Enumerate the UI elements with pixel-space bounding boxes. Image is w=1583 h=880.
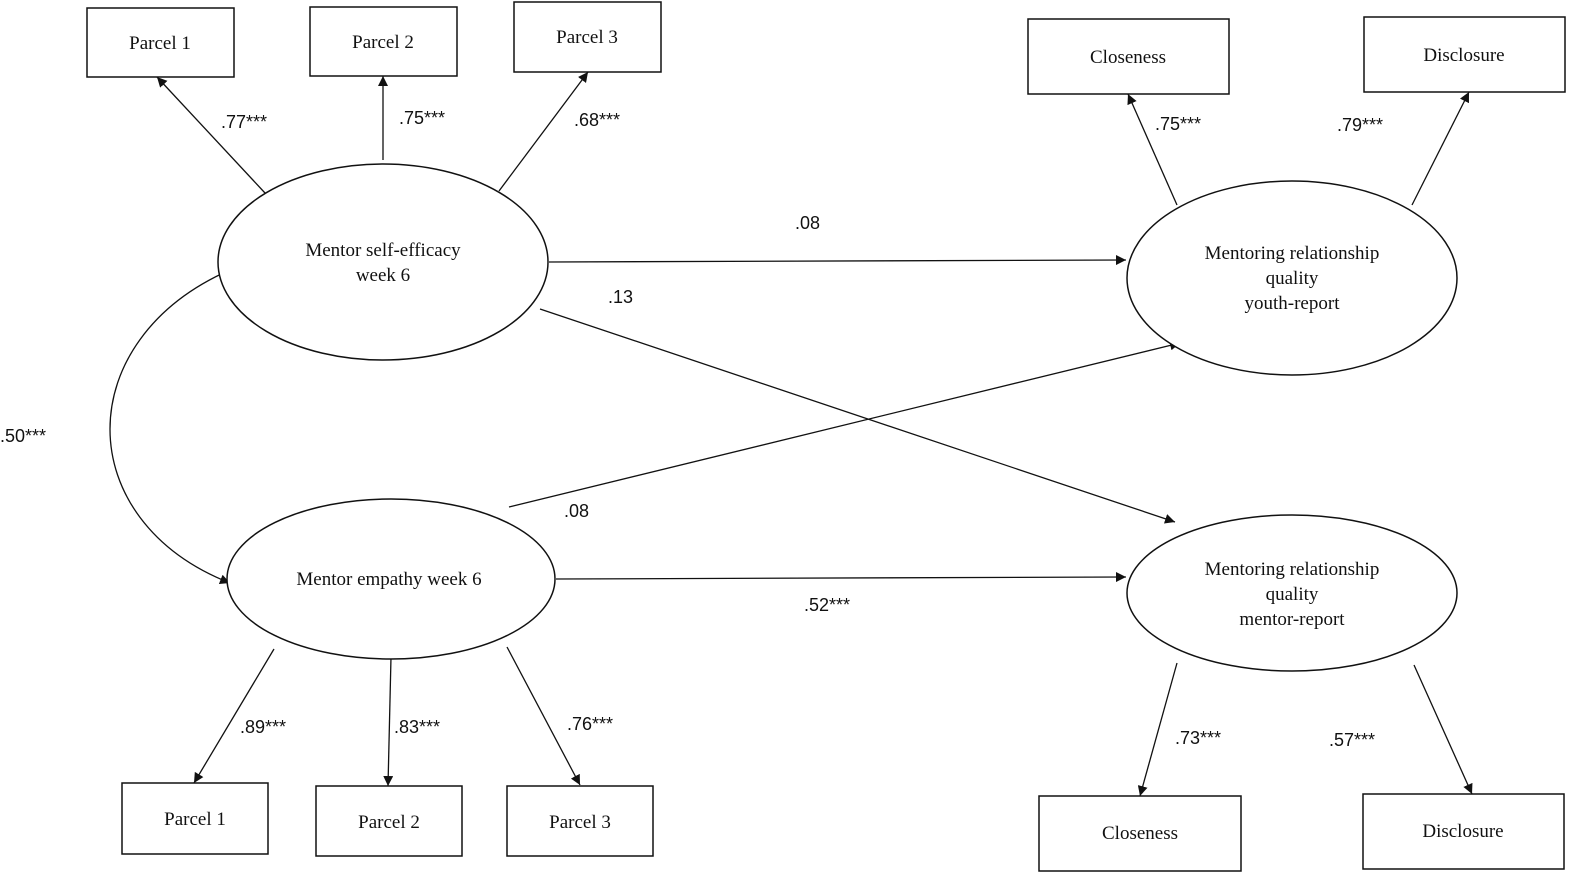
- indicator-emp-parcel-2: Parcel 2: [315, 785, 463, 857]
- indicator-mentor-disclosure: Disclosure: [1362, 793, 1565, 870]
- loading-arrow-mentor-disclosure: [1413, 664, 1473, 795]
- coef-emp-parcel-3: .76***: [567, 714, 613, 734]
- coef-youth-disclosure: .79***: [1337, 115, 1383, 135]
- latent-mentor-self-efficacy: Mentor self-efficacy week 6: [217, 163, 549, 361]
- loading-arrow-youth-closeness: [1127, 93, 1178, 206]
- coef-path-se-to-youth: .08: [795, 213, 820, 233]
- svg-text:Mentor self-efficacy: Mentor self-efficacy: [305, 240, 461, 261]
- coef-path-emp-to-mentor: .52***: [804, 595, 850, 615]
- latent-relationship-quality-youth: Mentoring relationship quality youth-rep…: [1126, 180, 1458, 376]
- svg-text:Mentor empathy week 6: Mentor empathy week 6: [296, 569, 481, 590]
- svg-text:youth-report: youth-report: [1245, 293, 1341, 314]
- svg-text:quality: quality: [1266, 268, 1319, 289]
- svg-text:Parcel 3: Parcel 3: [549, 812, 611, 833]
- coef-emp-parcel-1: .89***: [240, 717, 286, 737]
- path-se-to-mentor: [539, 308, 1176, 524]
- svg-text:Closeness: Closeness: [1090, 47, 1166, 68]
- coef-se-parcel-1: .77***: [221, 112, 267, 132]
- coef-mentor-disclosure: .57***: [1329, 730, 1375, 750]
- svg-text:mentor-report: mentor-report: [1239, 609, 1345, 630]
- svg-text:quality: quality: [1266, 584, 1319, 605]
- indicator-emp-parcel-1: Parcel 1: [121, 782, 269, 855]
- svg-text:Disclosure: Disclosure: [1423, 45, 1504, 66]
- indicator-emp-parcel-3: Parcel 3: [506, 785, 654, 857]
- loading-arrow-emp-parcel-2: [383, 656, 394, 787]
- loading-arrow-se-parcel-3: [498, 71, 589, 192]
- svg-text:Mentoring relationship: Mentoring relationship: [1205, 243, 1380, 264]
- loading-arrow-emp-parcel-1: [193, 648, 275, 784]
- covariance-arrow-se-emp: [109, 261, 242, 584]
- path-se-to-youth: [548, 255, 1127, 266]
- coef-se-parcel-3: .68***: [574, 110, 620, 130]
- coef-emp-parcel-2: .83***: [394, 717, 440, 737]
- coef-se-parcel-2: .75***: [399, 108, 445, 128]
- coef-mentor-closeness: .73***: [1175, 728, 1221, 748]
- coef-path-se-to-mentor: .13: [608, 287, 633, 307]
- svg-text:Mentoring relationship: Mentoring relationship: [1205, 559, 1380, 580]
- loading-arrow-se-parcel-1: [156, 76, 266, 194]
- svg-text:Disclosure: Disclosure: [1422, 821, 1503, 842]
- svg-text:Parcel 1: Parcel 1: [164, 809, 226, 830]
- svg-text:Parcel 3: Parcel 3: [556, 27, 618, 48]
- indicator-youth-disclosure: Disclosure: [1363, 16, 1566, 93]
- svg-text:Parcel 2: Parcel 2: [352, 32, 414, 53]
- latent-mentor-empathy: Mentor empathy week 6: [226, 498, 556, 660]
- indicator-mentor-closeness: Closeness: [1038, 795, 1242, 872]
- svg-text:Parcel 1: Parcel 1: [129, 33, 191, 54]
- svg-text:Closeness: Closeness: [1102, 823, 1178, 844]
- coef-youth-closeness: .75***: [1155, 114, 1201, 134]
- svg-text:Parcel 2: Parcel 2: [358, 812, 420, 833]
- coef-covariance-se-emp: .50***: [0, 426, 46, 446]
- indicator-youth-closeness: Closeness: [1027, 18, 1230, 95]
- loading-arrow-youth-disclosure: [1411, 91, 1470, 206]
- latent-relationship-quality-mentor: Mentoring relationship quality mentor-re…: [1126, 514, 1458, 672]
- indicator-se-parcel-1: Parcel 1: [86, 7, 235, 78]
- svg-text:week 6: week 6: [356, 265, 410, 286]
- path-emp-to-youth: [508, 340, 1181, 508]
- indicator-se-parcel-3: Parcel 3: [513, 1, 662, 73]
- path-emp-to-mentor: [555, 572, 1127, 583]
- indicator-se-parcel-2: Parcel 2: [309, 6, 458, 77]
- coef-path-emp-to-youth: .08: [564, 501, 589, 521]
- loading-arrow-emp-parcel-3: [506, 646, 581, 786]
- loading-arrow-mentor-closeness: [1137, 662, 1178, 797]
